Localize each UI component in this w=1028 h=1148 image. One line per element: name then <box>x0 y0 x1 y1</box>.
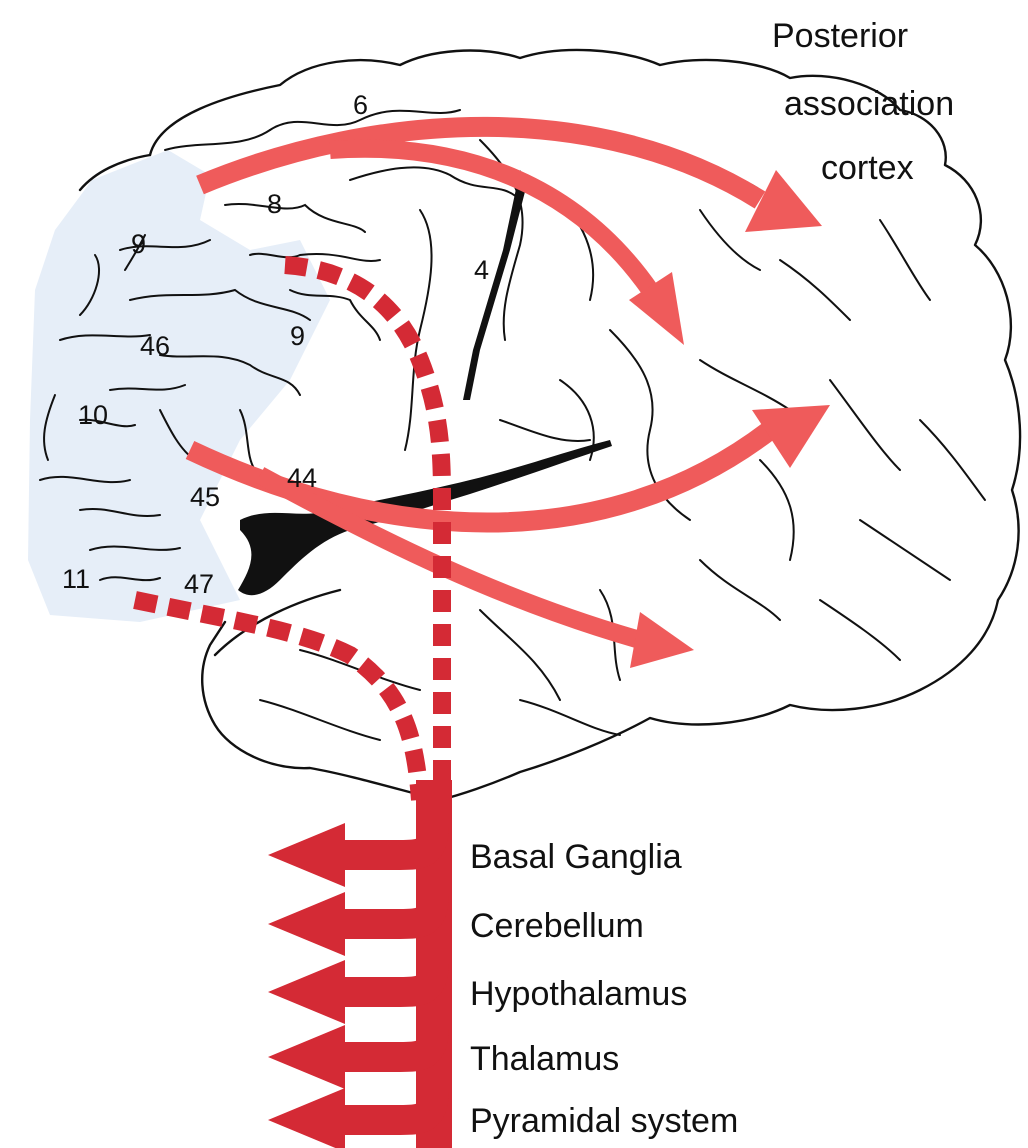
central-sulcus <box>463 170 528 400</box>
area-label-47: 47 <box>184 569 214 599</box>
area-label-9-upper: 9 <box>131 229 146 259</box>
area-label-6: 6 <box>353 90 368 120</box>
area-label-10: 10 <box>78 400 108 430</box>
dashed-pathway-orbitofrontal <box>135 600 420 800</box>
arrow-head-temporal <box>630 612 694 668</box>
area-label-46: 46 <box>140 331 170 361</box>
posterior-label-line-1: Posterior <box>772 17 908 55</box>
subcortical-target-labels: Basal Ganglia Cerebellum Hypothalamus Th… <box>470 838 738 1140</box>
area-label-9-lower: 9 <box>290 321 305 351</box>
area-label-44: 44 <box>287 463 317 493</box>
branch-arrow-head-basal-ganglia <box>268 823 345 887</box>
area-label-8: 8 <box>267 189 282 219</box>
subcortical-output-arrows <box>268 780 452 1148</box>
posterior-association-cortex-label: Posterior association cortex <box>772 17 954 187</box>
branch-arrow-head-hypothalamus <box>268 960 345 1024</box>
branch-arrow-head-thalamus <box>268 1025 345 1089</box>
branch-arrow-head-pyramidal-system <box>268 1088 345 1148</box>
target-label-thalamus: Thalamus <box>470 1040 619 1078</box>
area-label-45: 45 <box>190 482 220 512</box>
target-label-hypothalamus: Hypothalamus <box>470 975 687 1013</box>
posterior-label-line-2: association <box>784 85 954 123</box>
area-label-11: 11 <box>62 564 90 594</box>
arrow-to-parietal <box>330 149 650 290</box>
target-label-cerebellum: Cerebellum <box>470 907 644 945</box>
area-label-4: 4 <box>474 255 489 285</box>
target-label-pyramidal-system: Pyramidal system <box>470 1102 738 1140</box>
branch-arrow-head-cerebellum <box>268 892 345 956</box>
target-label-basal-ganglia: Basal Ganglia <box>470 838 682 876</box>
posterior-label-line-3: cortex <box>821 149 914 187</box>
